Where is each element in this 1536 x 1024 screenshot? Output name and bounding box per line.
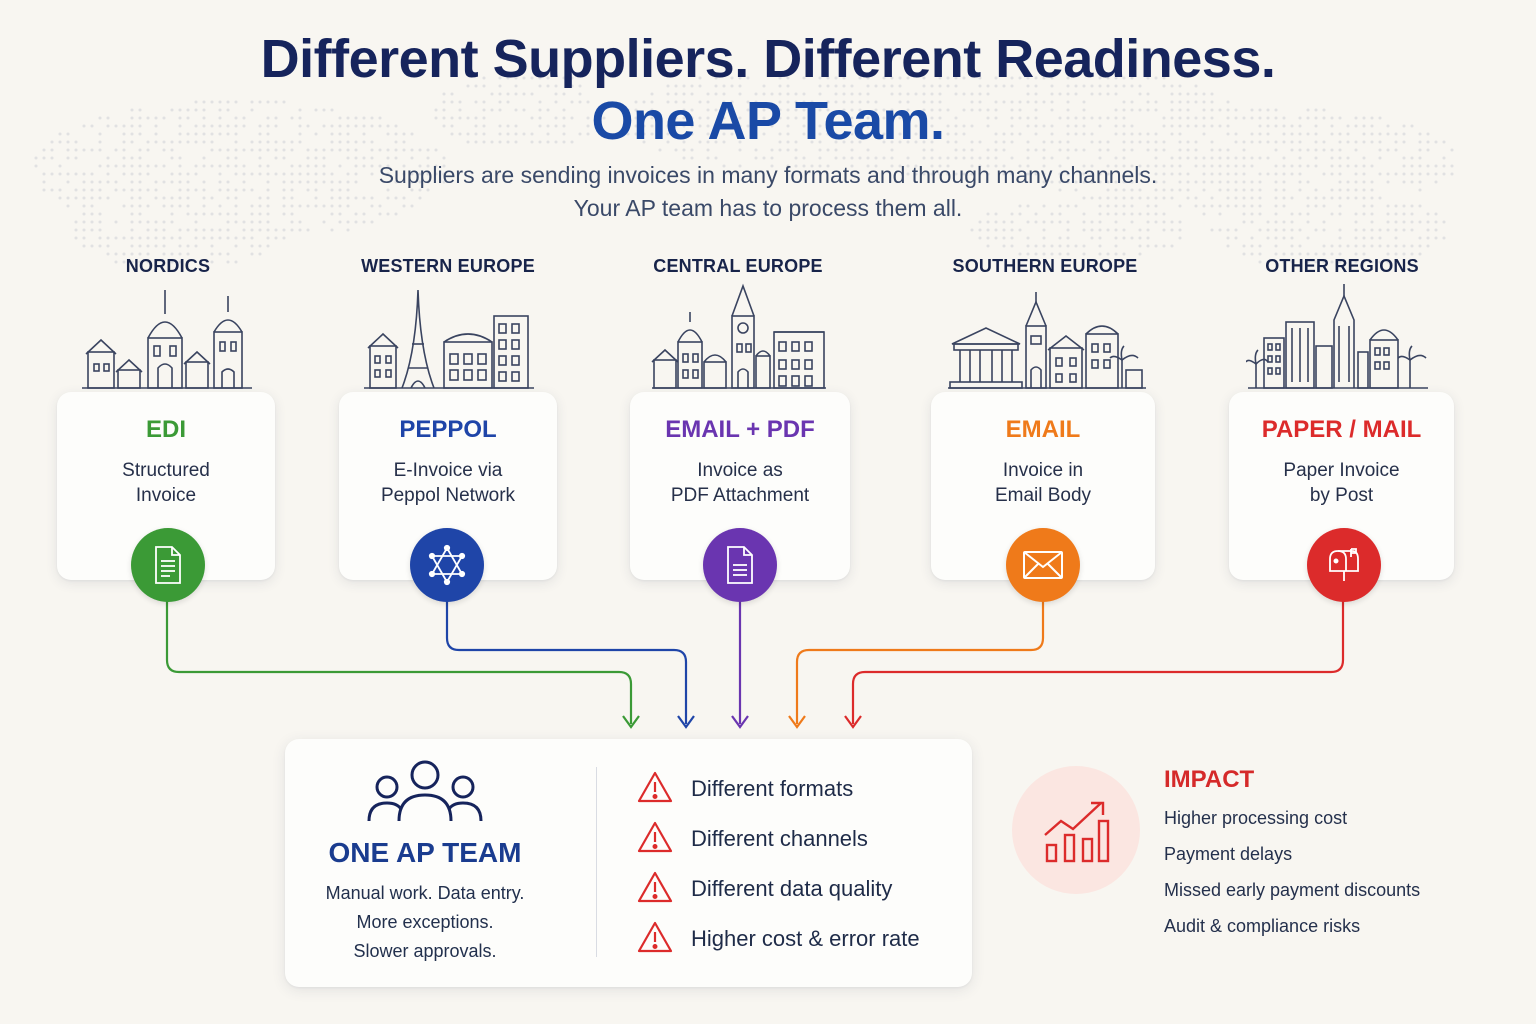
impact-list: Higher processing cost Payment delays Mi…: [1164, 806, 1420, 950]
warning-icon: [637, 821, 673, 853]
warning-icon: [637, 871, 673, 903]
channel-desc-paper-mail: Paper Invoice by Post: [1229, 458, 1454, 508]
team-description: Manual work. Data entry. More exceptions…: [285, 879, 565, 966]
channel-desc-email-pdf: Invoice as PDF Attachment: [630, 458, 850, 508]
warning-icon: [637, 921, 673, 953]
impact-item: Missed early payment discounts: [1164, 880, 1421, 900]
connector-edi: [165, 600, 633, 724]
pdf-document-icon: [703, 528, 777, 602]
channel-title-email: EMAIL: [1005, 416, 1081, 443]
impact-item: Payment delays: [1164, 844, 1293, 864]
page-title-line1: Different Suppliers. Different Readiness…: [260, 29, 1276, 89]
other-regions-skyline-icon: [1246, 284, 1428, 389]
channel-desc-line1: Structured: [122, 460, 210, 481]
team-desc-line1: Manual work. Data entry.: [325, 883, 525, 903]
channel-desc-line2: PDF Attachment: [670, 485, 810, 506]
team-card-divider: [596, 767, 597, 957]
impact-icon-circle: [1012, 766, 1140, 894]
connector-peppol: [445, 600, 688, 724]
team-title: ONE AP TEAM: [328, 837, 522, 868]
issue-text: Higher cost & error rate: [691, 926, 920, 951]
region-label-central-europe: CENTRAL EUROPE: [653, 256, 823, 276]
rising-chart-icon: [1044, 801, 1110, 863]
mailbox-icon: [1307, 528, 1381, 602]
channel-desc-email: Invoice in Email Body: [931, 458, 1155, 508]
subtitle-line2: Your AP team has to process them all.: [573, 195, 963, 221]
document-list-icon: [131, 528, 205, 602]
channel-desc-line2: by Post: [1309, 485, 1374, 506]
team-people-icon: [367, 760, 483, 822]
subtitle-line1: Suppliers are sending invoices in many f…: [378, 162, 1158, 188]
region-label-western-europe: WESTERN EUROPE: [361, 256, 535, 276]
channel-desc-peppol: E-Invoice via Peppol Network: [339, 458, 557, 508]
channel-desc-line2: Email Body: [994, 485, 1092, 506]
team-desc-line3: Slower approvals.: [353, 941, 497, 961]
impact-title: IMPACT: [1164, 766, 1255, 793]
one-ap-team-card: ONE AP TEAM Manual work. Data entry. Mor…: [285, 739, 972, 987]
nordics-skyline-icon: [82, 290, 252, 389]
central-europe-skyline-icon: [651, 283, 826, 389]
western-europe-skyline-icon: [364, 289, 534, 389]
envelope-icon: [1006, 528, 1080, 602]
connector-paper-mail: [851, 600, 1345, 724]
issue-text: Different channels: [691, 826, 868, 851]
channel-desc-line2: Invoice: [135, 485, 197, 506]
channel-desc-edi: Structured Invoice: [57, 458, 275, 508]
region-label-other-regions: OTHER REGIONS: [1265, 256, 1419, 276]
issue-text: Different data quality: [691, 876, 893, 901]
channel-desc-line1: Paper Invoice: [1283, 460, 1400, 481]
team-desc-line2: More exceptions.: [356, 912, 494, 932]
world-map-background: [34, 76, 1454, 264]
connector-email: [795, 600, 1045, 724]
channel-title-edi: EDI: [145, 416, 186, 443]
channel-title-email-pdf: EMAIL + PDF: [665, 416, 815, 443]
page-title-line2: One AP Team.: [591, 91, 945, 151]
region-label-southern-europe: SOUTHERN EUROPE: [952, 256, 1138, 276]
network-star-icon: [410, 528, 484, 602]
warning-icon: [637, 771, 673, 803]
impact-item: Higher processing cost: [1164, 808, 1348, 828]
southern-europe-skyline-icon: [948, 292, 1146, 389]
channel-title-peppol: PEPPOL: [399, 416, 497, 443]
impact-item: Audit & compliance risks: [1164, 916, 1361, 936]
channel-desc-line2: Peppol Network: [380, 485, 516, 506]
channel-desc-line1: Invoice as: [697, 460, 783, 481]
channel-desc-line1: Invoice in: [1002, 460, 1084, 481]
channel-desc-line1: E-Invoice via: [393, 460, 503, 481]
channel-title-paper-mail: PAPER / MAIL: [1261, 416, 1422, 443]
region-label-nordics: NORDICS: [125, 256, 211, 276]
issue-text: Different formats: [691, 776, 854, 801]
